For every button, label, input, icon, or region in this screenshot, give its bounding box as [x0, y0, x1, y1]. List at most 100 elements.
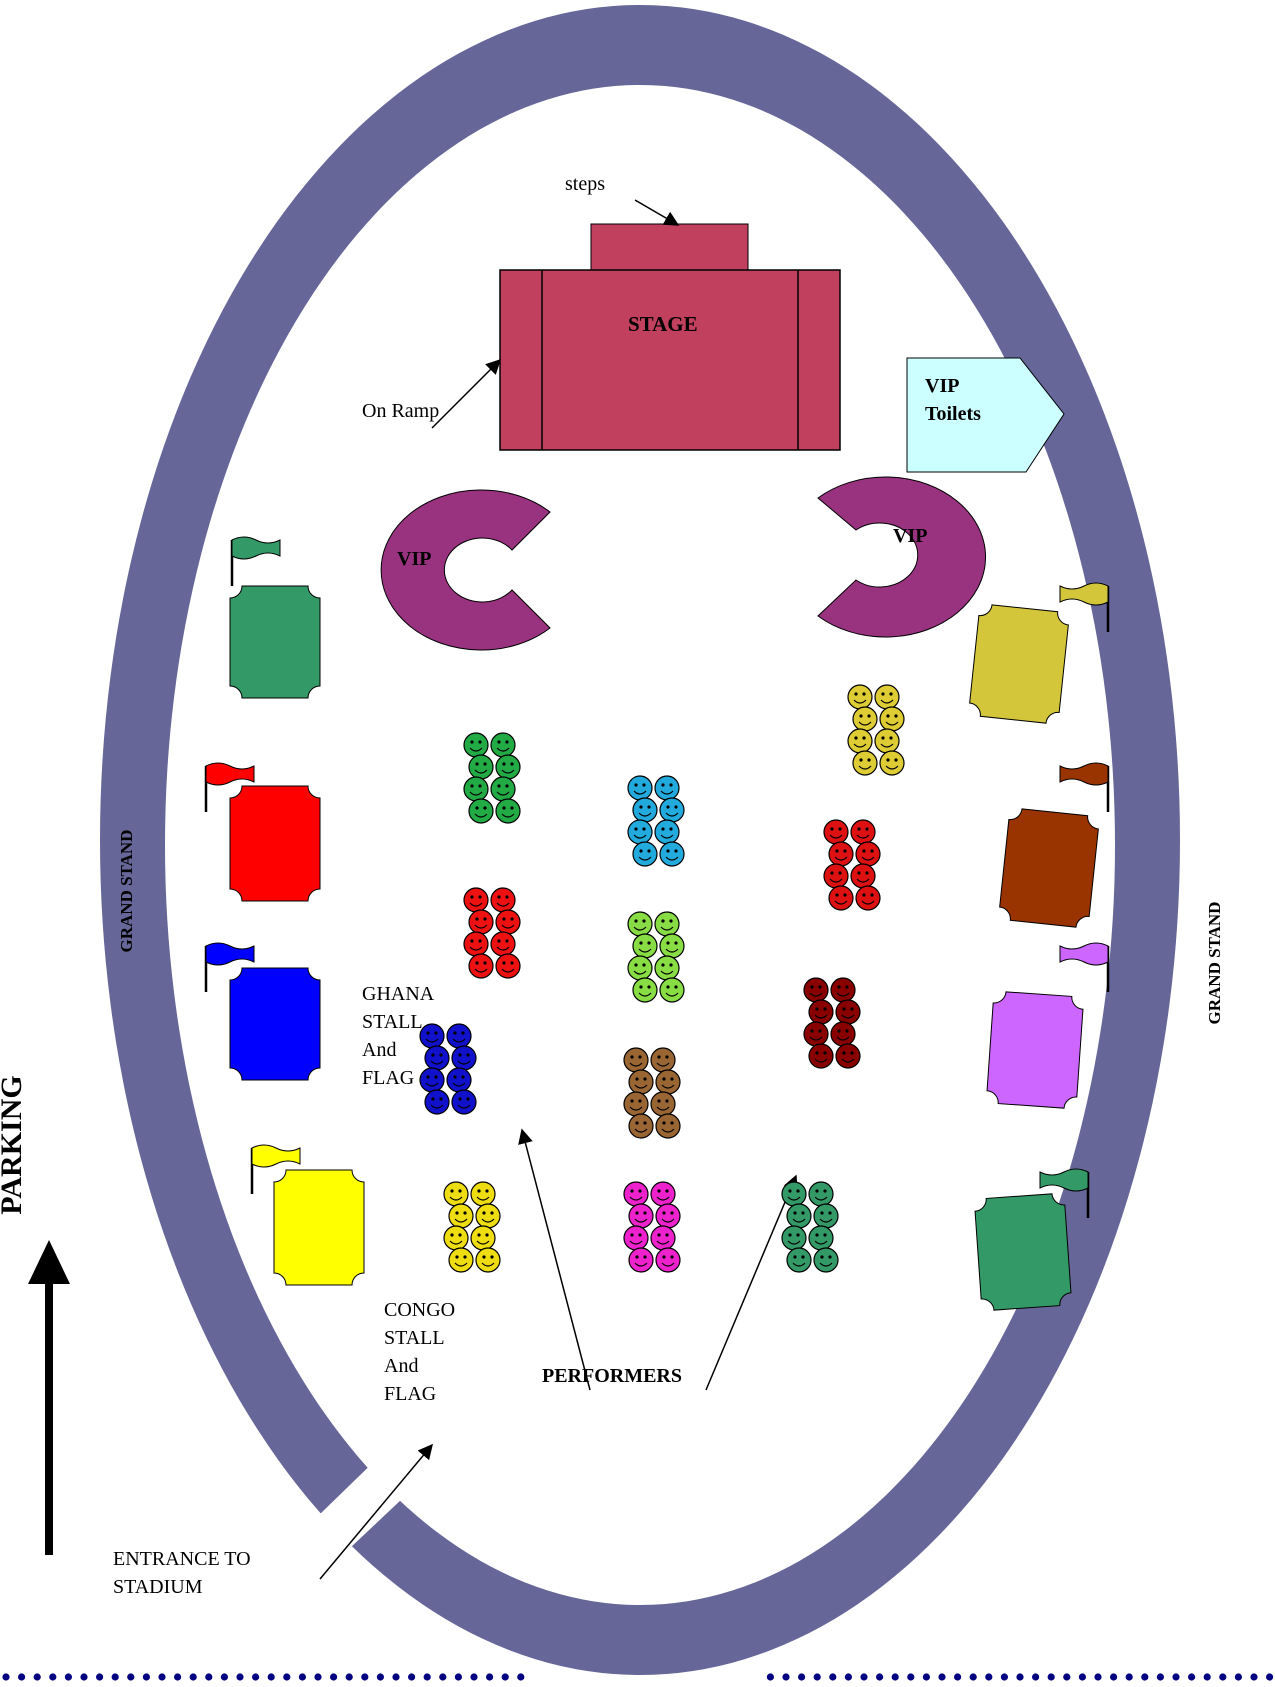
stall-yellow-flag-icon — [250, 1144, 301, 1194]
performer-face-icon — [879, 750, 905, 776]
stall-yellow-booth — [273, 1169, 365, 1286]
performer-face-icon — [623, 1225, 649, 1251]
performer-face-icon — [495, 754, 521, 780]
performer-face-icon — [463, 776, 489, 802]
performer-face-icon — [823, 819, 849, 845]
performer-face-icon — [650, 1181, 676, 1207]
performer-face-icon — [655, 1069, 681, 1095]
performer-face-icon — [419, 1023, 445, 1049]
performer-face-icon — [835, 999, 861, 1025]
performer-face-icon — [628, 1069, 654, 1095]
performer-face-icon — [632, 977, 658, 1003]
performer-face-icon — [808, 1225, 834, 1251]
performer-face-icon — [786, 1203, 812, 1229]
stage — [499, 223, 841, 451]
performer-face-icon — [847, 684, 873, 710]
performer-face-icon — [495, 953, 521, 979]
performers-maroon — [803, 977, 861, 1069]
stage-label: STAGE — [628, 312, 698, 336]
performer-face-icon — [650, 1225, 676, 1251]
performers-arrow-right — [705, 1174, 798, 1391]
stall-red — [204, 762, 321, 902]
performer-face-icon — [627, 775, 653, 801]
performer-face-icon — [632, 841, 658, 867]
performer-face-icon — [850, 819, 876, 845]
performer-face-icon — [627, 911, 653, 937]
performers-yellow — [443, 1181, 501, 1273]
performer-face-icon — [808, 999, 834, 1025]
performer-face-icon — [446, 1023, 472, 1049]
performers-magenta — [623, 1181, 681, 1273]
performer-face-icon — [655, 1203, 681, 1229]
performer-face-icon — [828, 885, 854, 911]
performer-face-icon — [628, 1247, 654, 1273]
stall-olive — [969, 582, 1110, 724]
performer-face-icon — [448, 1247, 474, 1273]
stall-blue-booth — [229, 967, 321, 1081]
performer-face-icon — [443, 1181, 469, 1207]
performer-face-icon — [446, 1067, 472, 1093]
performer-face-icon — [470, 1181, 496, 1207]
performers-cyan — [627, 775, 685, 867]
vip-toilets-label-2: Toilets — [925, 403, 981, 425]
entrance-arrow — [319, 1443, 433, 1580]
performer-face-icon — [823, 863, 849, 889]
performer-face-icon — [855, 885, 881, 911]
performer-face-icon — [495, 909, 521, 935]
performer-face-icon — [852, 706, 878, 732]
performer-face-icon — [468, 798, 494, 824]
performer-face-icon — [623, 1047, 649, 1073]
performer-face-icon — [655, 1247, 681, 1273]
performer-face-icon — [628, 1113, 654, 1139]
performer-face-icon — [828, 841, 854, 867]
performer-face-icon — [659, 797, 685, 823]
performers-lightgreen — [627, 911, 685, 1003]
stall-green-left — [229, 536, 321, 699]
performer-face-icon — [803, 977, 829, 1003]
performer-face-icon — [803, 1021, 829, 1047]
performer-face-icon — [623, 1091, 649, 1117]
performer-face-icon — [835, 1043, 861, 1069]
performer-face-icon — [874, 684, 900, 710]
stall-violet-booth — [986, 991, 1084, 1109]
stall-green-left-flag-icon — [230, 536, 281, 586]
performers-blue — [419, 1023, 477, 1115]
performer-face-icon — [808, 1043, 834, 1069]
stall-violet-flag-icon — [1059, 942, 1110, 992]
performer-face-icon — [659, 977, 685, 1003]
performers-gold — [847, 684, 905, 776]
performers-red-right — [823, 819, 881, 911]
vip-left-label: VIP — [397, 548, 432, 570]
performer-face-icon — [627, 955, 653, 981]
performer-face-icon — [855, 841, 881, 867]
entrance-gap — [318, 1448, 420, 1548]
stall-brown-booth — [999, 808, 1099, 928]
performer-face-icon — [424, 1045, 450, 1071]
performer-face-icon — [490, 931, 516, 957]
performer-face-icon — [813, 1247, 839, 1273]
vip-seating-left — [380, 489, 551, 651]
performer-face-icon — [830, 1021, 856, 1047]
performer-face-icon — [813, 1203, 839, 1229]
stall-yellow — [250, 1144, 365, 1286]
performer-face-icon — [490, 776, 516, 802]
performers-arrow-left — [518, 1128, 591, 1391]
performer-face-icon — [495, 798, 521, 824]
ramp-arrow — [431, 358, 502, 429]
performer-face-icon — [650, 1091, 676, 1117]
performer-face-icon — [852, 750, 878, 776]
performers-brown — [623, 1047, 681, 1139]
vip-toilets-label-1: VIP — [925, 375, 960, 397]
performer-face-icon — [808, 1181, 834, 1207]
performer-face-icon — [879, 706, 905, 732]
performer-face-icon — [475, 1203, 501, 1229]
performer-face-icon — [451, 1045, 477, 1071]
stall-olive-booth — [969, 604, 1069, 724]
performer-face-icon — [847, 728, 873, 754]
performer-face-icon — [850, 863, 876, 889]
performer-face-icon — [654, 819, 680, 845]
performer-face-icon — [490, 732, 516, 758]
stall-blue — [204, 942, 321, 1081]
performer-face-icon — [632, 797, 658, 823]
